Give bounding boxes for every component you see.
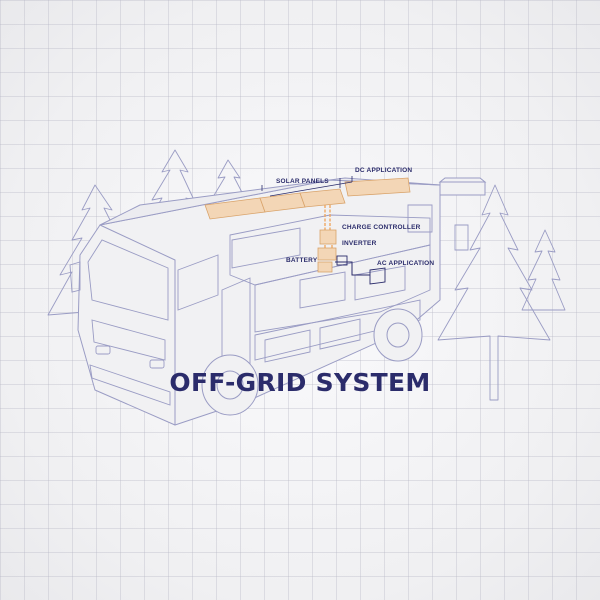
- inverter-device: [336, 255, 348, 266]
- label-inverter: INVERTER: [342, 240, 377, 247]
- ac-application-device: [369, 267, 386, 285]
- side-window: [177, 254, 219, 311]
- tree-right-1: [437, 184, 551, 401]
- roof-ac: [438, 177, 487, 196]
- grille: [91, 319, 166, 361]
- diagram-title: OFF-GRID SYSTEM: [169, 368, 431, 397]
- solar-panel-3: [299, 188, 346, 208]
- dc-application-unit: [344, 177, 411, 197]
- inverter-box: [317, 247, 337, 261]
- mirror: [69, 261, 81, 293]
- storage-1: [264, 329, 311, 363]
- wheel-rear-hub: [386, 322, 410, 348]
- label-ac-application: AC APPLICATION: [377, 260, 435, 267]
- pointer-lines: [261, 176, 353, 197]
- label-dc-application: DC APPLICATION: [355, 167, 413, 174]
- windshield: [87, 239, 169, 321]
- rear-window-2: [454, 224, 469, 251]
- cabinet: [231, 227, 301, 269]
- components-dark: [336, 255, 386, 285]
- tree-right-2: [521, 229, 566, 311]
- rv-side-details: [254, 299, 421, 363]
- rear-window: [407, 204, 433, 233]
- label-solar-panels: SOLAR PANELS: [276, 178, 329, 185]
- label-charge-controller: CHARGE CONTROLLER: [342, 224, 421, 231]
- solar-panels: [204, 188, 346, 220]
- battery-box: [317, 261, 333, 273]
- headlight-right: [149, 359, 165, 369]
- bumper: [89, 364, 171, 406]
- components: [317, 229, 337, 273]
- wheels: [201, 308, 423, 416]
- storage-2: [319, 318, 361, 350]
- skirt: [254, 299, 421, 361]
- wiring-dark: [335, 261, 370, 276]
- charge-controller-box: [319, 229, 337, 245]
- label-battery: BATTERY: [286, 257, 318, 264]
- table: [299, 271, 346, 309]
- wheel-front-hub: [216, 370, 244, 400]
- bench: [354, 265, 406, 301]
- headlight-left: [95, 345, 111, 355]
